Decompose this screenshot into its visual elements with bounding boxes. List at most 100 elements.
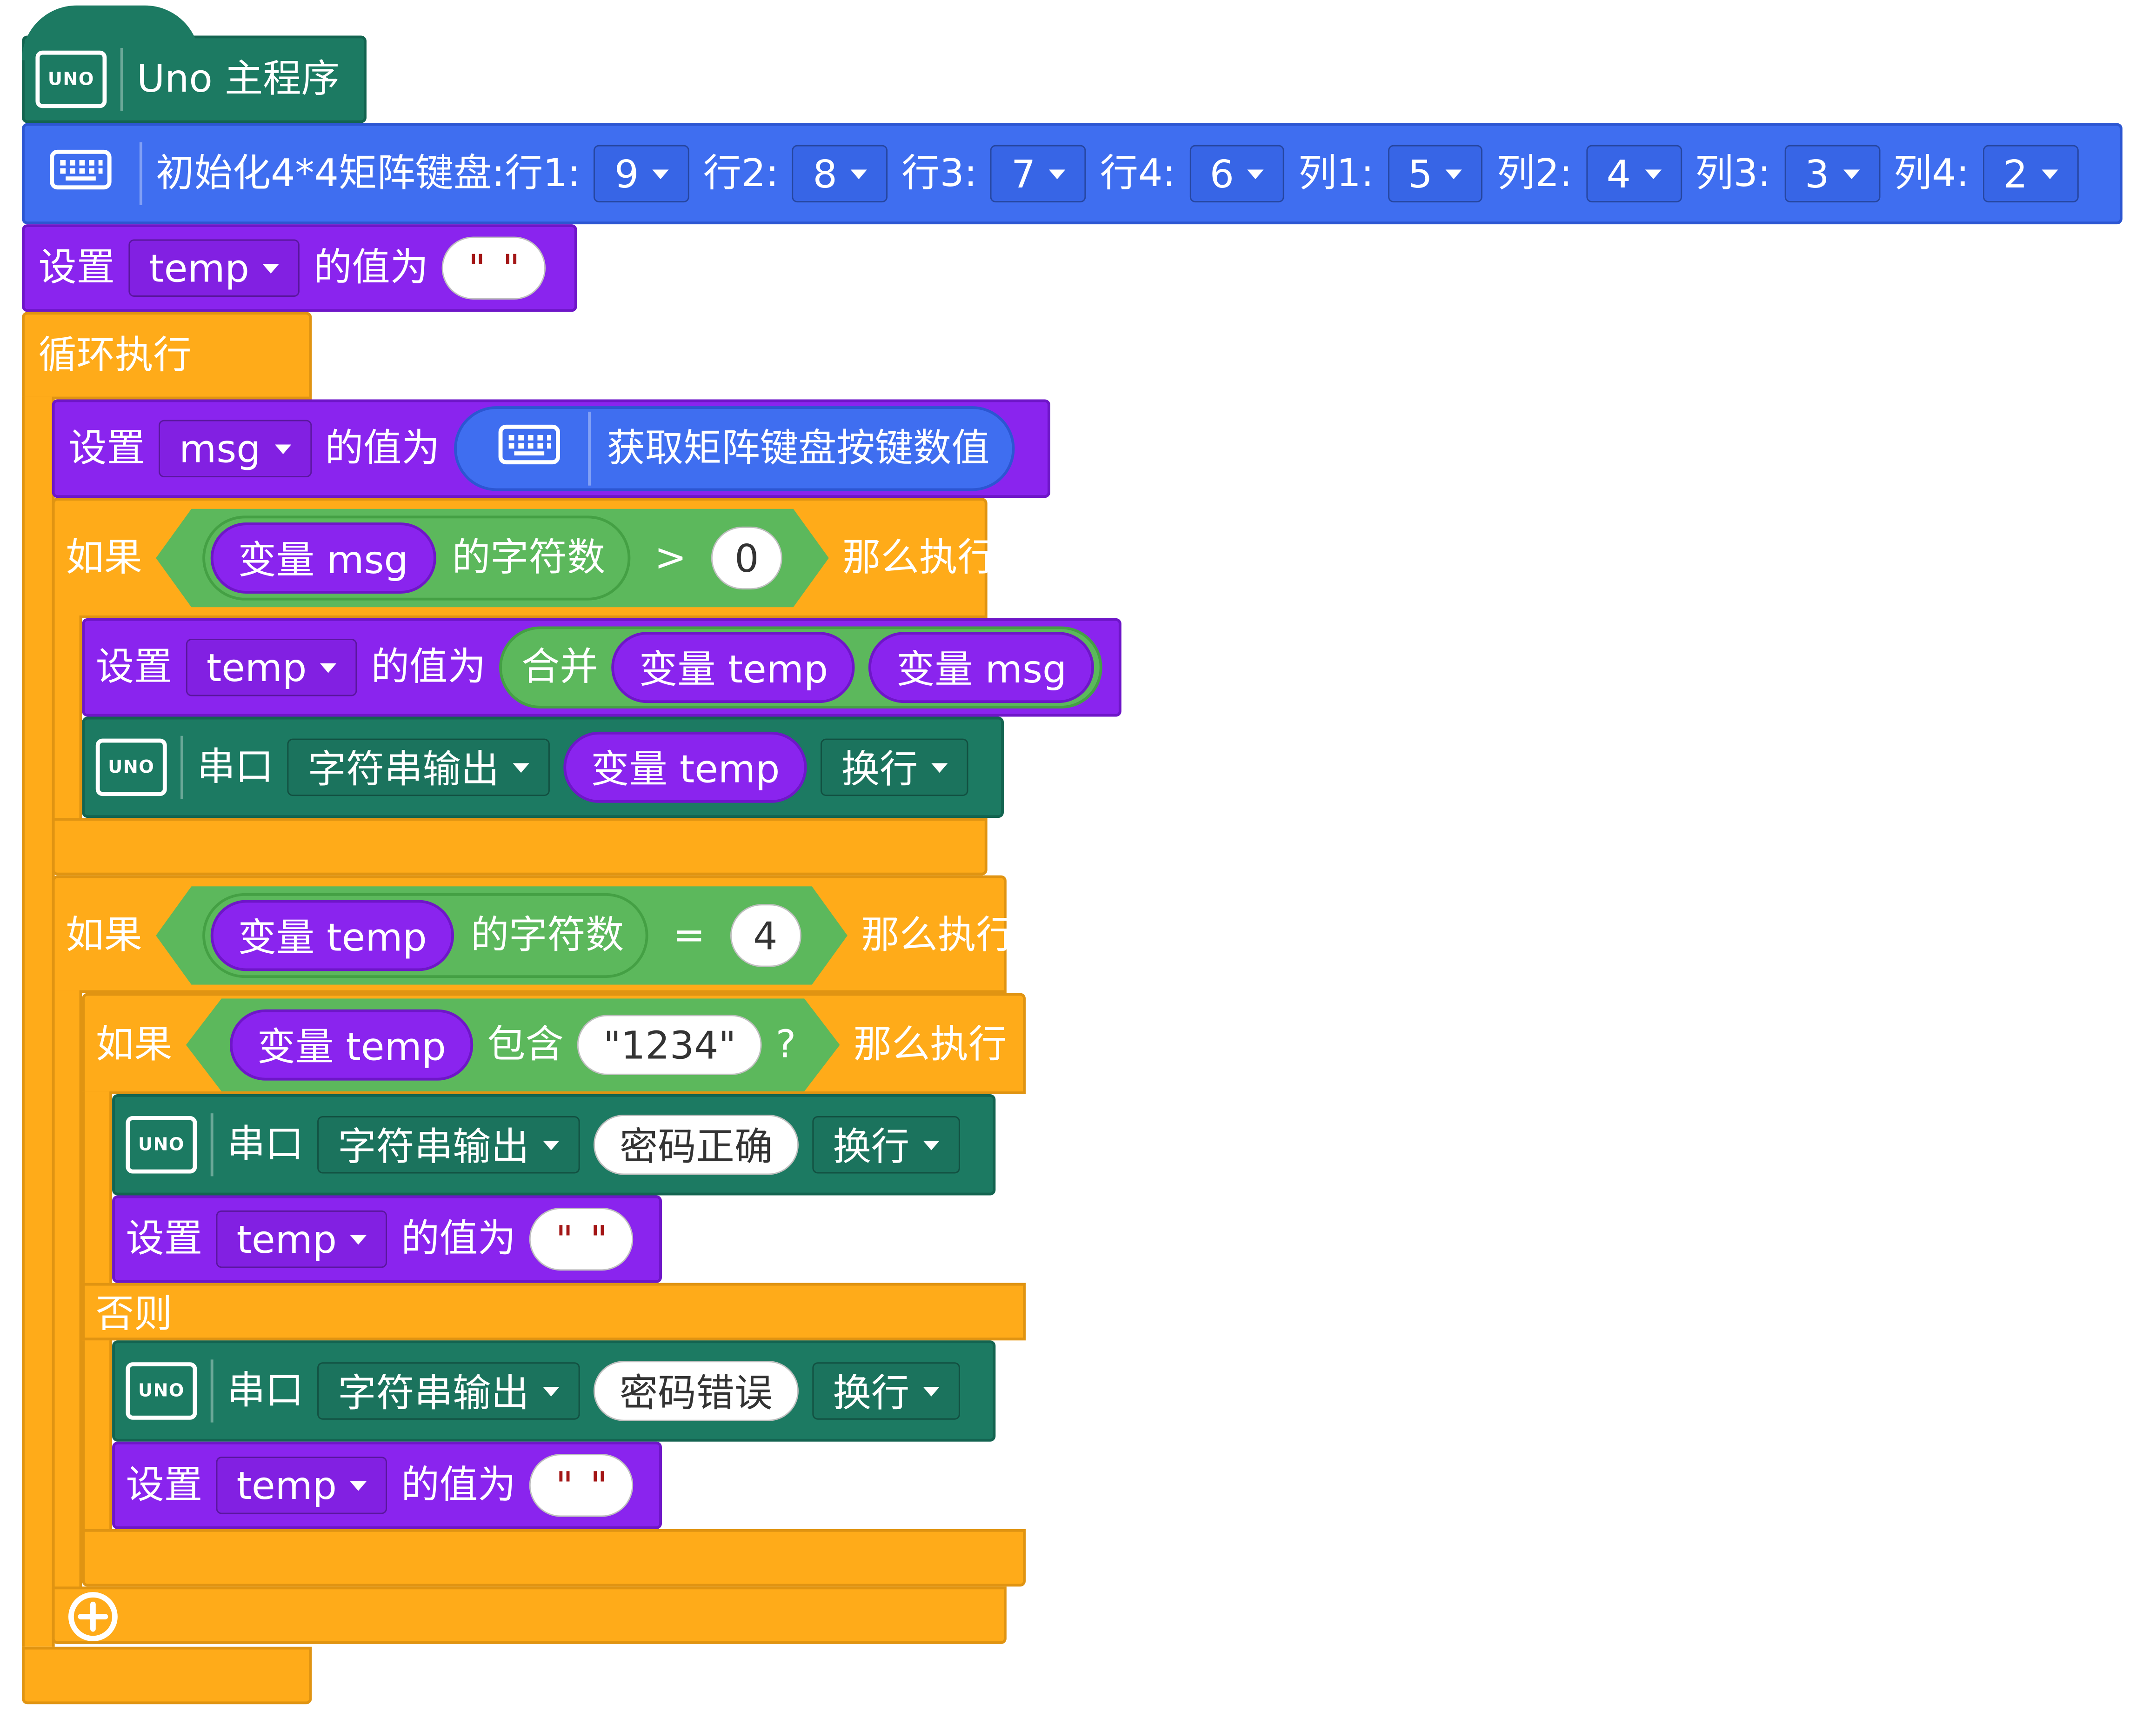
var-msg-reporter[interactable]: 变量 msg [869,632,1095,703]
value-of-label: 的值为 [401,1216,516,1261]
then-label: 那么执行 [861,912,1015,957]
value-of-label: 的值为 [325,425,440,471]
col1-label: 列1: [1298,150,1374,196]
else-label: 否则 [95,1291,173,1337]
row3-pin-dropdown[interactable]: 7 [990,145,1087,203]
password-wrong-input[interactable]: 密码错误 [594,1361,799,1421]
plus-circle-icon[interactable] [66,1589,120,1644]
loop-label: 循环执行 [38,332,192,378]
value-of-label: 的值为 [401,1462,516,1507]
separator [210,1113,214,1177]
col2-label: 列2: [1496,150,1573,196]
col2-pin-dropdown[interactable]: 4 [1586,145,1682,203]
row4-pin-dropdown[interactable]: 6 [1189,145,1285,203]
temp-var-dropdown[interactable]: temp [128,239,300,297]
then-label: 那么执行 [853,1022,1007,1067]
serial-mode-dropdown[interactable]: 字符串输出 [317,1362,580,1420]
if2-bottom-arm [52,1586,1007,1644]
get-keypad-value-label: 获取矩阵键盘按键数值 [607,425,990,471]
join-block[interactable]: 合并 变量 temp 变量 msg [499,626,1102,709]
set-label: 设置 [95,644,173,689]
col1-pin-dropdown[interactable]: 5 [1387,145,1483,203]
if3-bottom-arm [82,1529,1026,1587]
compare-equal-block[interactable]: 变量 temp 的字符数 = 4 [156,886,848,985]
password-correct-input[interactable]: 密码正确 [594,1115,799,1175]
main-program-title: Uno 主程序 [137,56,340,101]
set-msg-row: 设置 msg 的值为 获取矩阵键盘按键数值 [68,406,1015,491]
uno-board-icon: UNO [35,50,107,108]
operator-greater: > [654,535,687,580]
newline-dropdown[interactable]: 换行 [812,1362,961,1420]
set-temp-row-2: 设置 temp 的值为 "" [126,1208,634,1271]
if2-row: 如果 变量 temp 的字符数 = 4 那么执行 [66,886,1015,985]
main-hat-row: UNO Uno 主程序 [35,44,340,115]
temp-var-dropdown[interactable]: temp [216,1210,387,1268]
if-label: 如果 [66,912,142,957]
keyboard-icon [49,148,112,199]
msg-var-dropdown[interactable]: msg [159,420,312,478]
row4-label: 行4: [1100,150,1176,196]
value-of-label: 的值为 [371,644,486,689]
newline-dropdown[interactable]: 换行 [812,1116,961,1174]
col4-pin-dropdown[interactable]: 2 [1982,145,2078,203]
loop-forever-block[interactable] [22,312,312,400]
col3-pin-dropdown[interactable]: 3 [1784,145,1880,203]
set-label: 设置 [126,1462,203,1507]
set-label: 设置 [38,245,115,290]
temp-var-dropdown[interactable]: temp [186,638,358,696]
get-keypad-value-block[interactable]: 获取矩阵键盘按键数值 [454,406,1015,491]
empty-string-input[interactable]: "" [442,236,546,300]
contains-block[interactable]: 变量 temp 包含 "1234" ? [186,998,840,1091]
loop-row: 循环执行 [38,328,191,383]
number-input-zero[interactable]: 0 [711,527,782,589]
length-block[interactable]: 变量 temp 的字符数 [202,893,648,978]
serial-print-wrong-row: UNO 串口 字符串输出 密码错误 换行 [126,1358,961,1424]
var-temp-reporter[interactable]: 变量 temp [563,731,808,803]
var-temp-reporter[interactable]: 变量 temp [612,632,855,703]
question-mark: ? [775,1022,796,1067]
row2-pin-dropdown[interactable]: 8 [792,145,888,203]
set-temp-row-3: 设置 temp 的值为 "" [126,1454,634,1517]
uno-board-icon: UNO [126,1362,197,1420]
row1-pin-dropdown[interactable]: 9 [594,145,690,203]
set-temp-join-row: 设置 temp 的值为 合并 变量 temp 变量 msg [95,626,1102,709]
if2-left-arm [52,990,82,1590]
row2-label: 行2: [703,150,779,196]
length-label: 的字符数 [470,912,624,957]
operator-equal: = [673,912,706,957]
empty-string-input[interactable]: "" [529,1208,634,1271]
number-input-four[interactable]: 4 [730,904,801,967]
loop-left-arm [22,396,55,1647]
init-keypad-label: 初始化4*4矩阵键盘:行1: [156,150,581,196]
init-keypad-row: 初始化4*4矩阵键盘:行1: 9 行2: 8 行3: 7 行4: 6 列1: 5… [49,137,2078,211]
serial-mode-dropdown[interactable]: 字符串输出 [317,1116,580,1174]
serial-mode-dropdown[interactable]: 字符串输出 [287,738,550,796]
separator [139,142,142,205]
var-temp-reporter[interactable]: 变量 temp [211,900,454,971]
contains-label: 包含 [487,1022,564,1067]
compare-greater-block[interactable]: 变量 msg 的字符数 > 0 [156,509,829,608]
length-block[interactable]: 变量 msg 的字符数 [202,515,630,600]
newline-dropdown[interactable]: 换行 [821,738,969,796]
separator [180,736,183,799]
separator [587,411,591,486]
if1-row: 如果 变量 msg 的字符数 > 0 那么执行 [66,509,996,608]
uno-board-icon: UNO [95,738,167,796]
else-row: 否则 [96,1291,173,1338]
set-label: 设置 [126,1216,203,1261]
if1-left-arm [52,615,82,821]
string-input-1234[interactable]: "1234" [577,1015,762,1075]
value-of-label: 的值为 [314,245,429,290]
separator [120,47,123,111]
if1-bottom-arm [52,818,988,876]
temp-var-dropdown[interactable]: temp [216,1457,387,1514]
separator [210,1359,214,1423]
empty-string-input[interactable]: "" [529,1454,634,1517]
if3-row: 如果 变量 temp 包含 "1234" ? 那么执行 [96,998,1007,1091]
length-label: 的字符数 [452,535,606,580]
if-label: 如果 [66,535,142,580]
var-msg-reporter[interactable]: 变量 msg [211,522,436,594]
col4-label: 列4: [1893,150,1969,196]
var-temp-reporter[interactable]: 变量 temp [230,1010,474,1081]
